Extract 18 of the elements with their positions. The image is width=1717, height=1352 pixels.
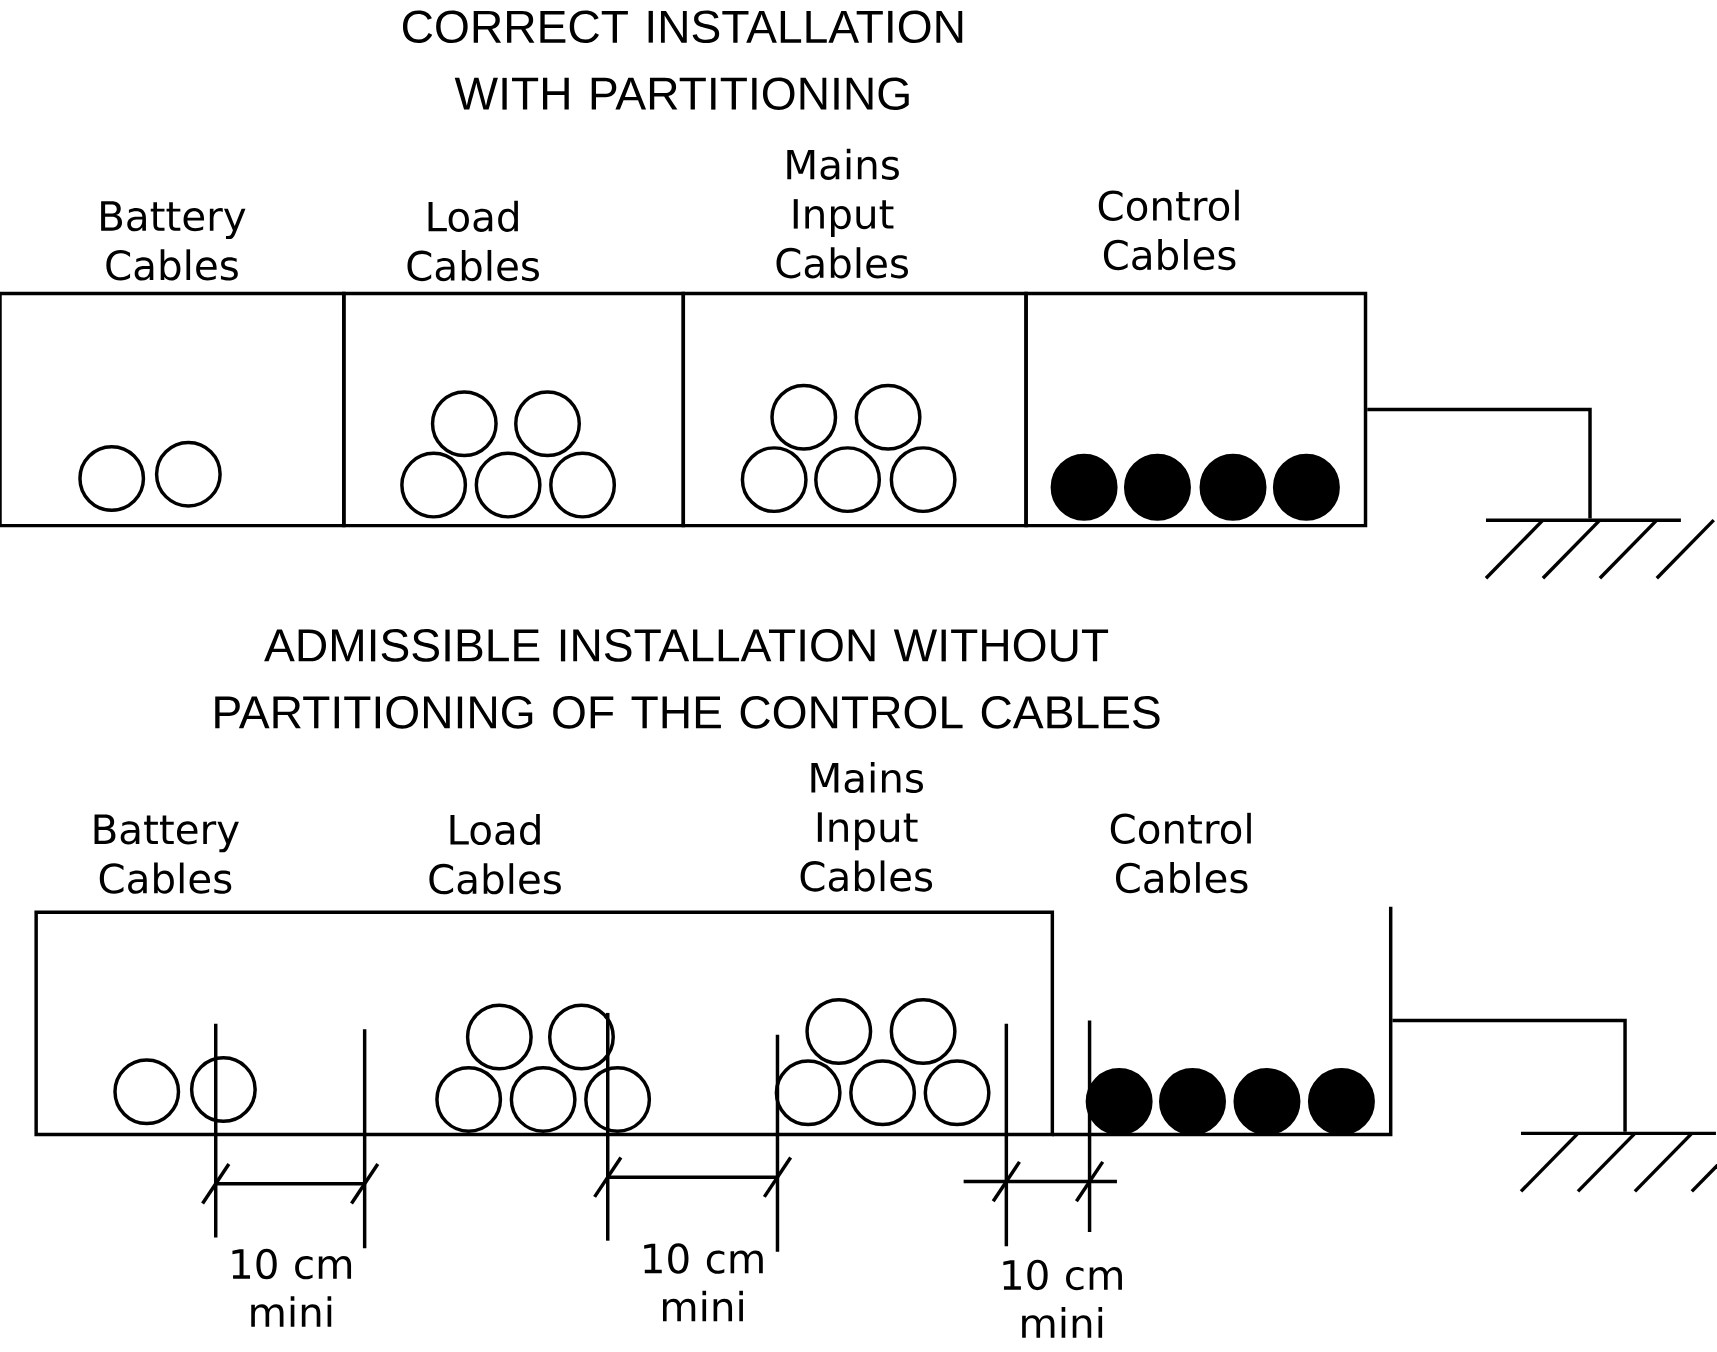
ground-symbol — [1519, 1131, 1717, 1193]
compartment: Control Cables — [1052, 812, 1393, 1137]
dimension-label: 10 cm mini — [644, 1243, 763, 1322]
ground-symbol — [1484, 518, 1715, 580]
node-label: Battery Cables — [101, 201, 246, 281]
dimension-label: 10 cm mini — [1003, 1259, 1122, 1338]
node-label: Control Cables — [1098, 189, 1239, 271]
ground-wire — [1392, 1018, 1627, 1132]
compartment: Battery Cables Load Cables Mains Input Cables — [34, 761, 1055, 1137]
node-label: Mains Input Cables — [776, 148, 908, 279]
title-text: ADMISSIBLE INSTALLATION WITHOUT PARTITIONING OF THE CONTROL CABLES — [215, 628, 1160, 729]
node-label: Mains Input Cables — [800, 761, 933, 892]
node-label: Battery Cables — [94, 814, 239, 894]
ground-wire — [1367, 407, 1592, 519]
node-label: Load Cables — [407, 200, 539, 281]
title-text: CORRECT INSTALLATION WITH PARTITIONING — [403, 10, 963, 110]
node-label: Load Cables — [429, 813, 561, 895]
dimension-label: 10 cm mini — [232, 1248, 352, 1327]
